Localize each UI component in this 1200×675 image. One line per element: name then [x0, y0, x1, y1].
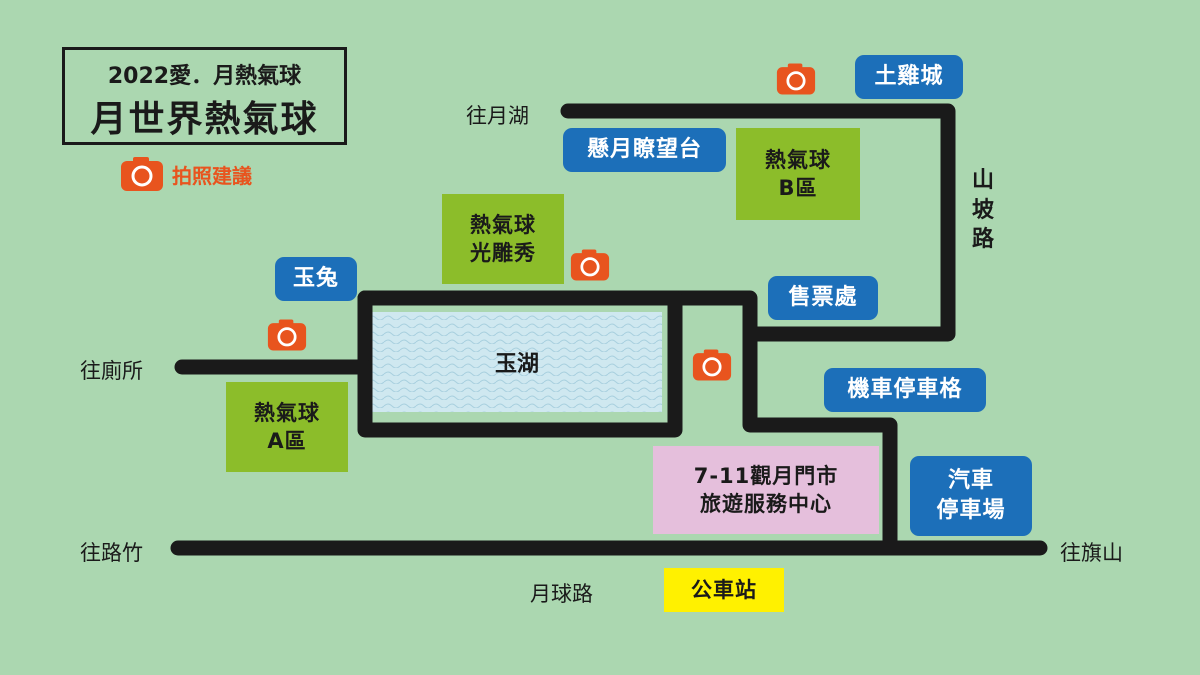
balloon-b-line1: 熱氣球 [765, 147, 831, 172]
legend-label: 拍照建議 [172, 163, 252, 188]
place-car-parking: 汽車 停車場 [910, 456, 1032, 536]
label-to-toilet: 往廁所 [80, 359, 143, 383]
balloon-b-line2: B區 [778, 176, 818, 200]
title-line1: 2022愛．月熱氣球 [107, 64, 302, 89]
slope-road-char-1: 山 [971, 168, 994, 193]
camera-icon [267, 319, 307, 351]
place-xuan-yue-platform: 懸月瞭望台 [563, 128, 726, 172]
slope-road-char-2: 坡 [971, 197, 994, 223]
lake-pattern [372, 312, 662, 412]
balloon-a-line1: 熱氣球 [254, 400, 320, 425]
place-ticket-office: 售票處 [768, 276, 878, 320]
label-slope-road: 山 坡 路 [968, 166, 998, 255]
slope-road-char-3: 路 [971, 227, 994, 253]
visitor-center-line2: 旅遊服務中心 [700, 492, 832, 516]
label-to-luzhu: 往路竹 [80, 541, 143, 565]
label-yueqiu-road: 月球路 [530, 582, 593, 606]
place-scooter-parking: 機車停車格 [824, 368, 986, 412]
camera-icon [570, 249, 610, 281]
label-to-qishan: 往旗山 [1060, 541, 1123, 565]
camera-icon [121, 157, 163, 191]
lake-label: 玉湖 [494, 352, 539, 377]
balloon-a-line2: A區 [267, 429, 307, 453]
car-parking-line1: 汽車 [947, 468, 994, 494]
road-to-moon-lake [560, 103, 956, 342]
car-parking-line2: 停車場 [936, 498, 1006, 523]
legend: 拍照建議 [120, 156, 252, 192]
camera-icon [776, 63, 816, 95]
road-lake-loop [357, 290, 898, 556]
balloon-show-line2: 光雕秀 [470, 241, 536, 265]
place-balloon-show: 熱氣球 光雕秀 [442, 194, 564, 284]
label-to-moon-lake: 往月湖 [466, 104, 529, 128]
balloon-show-line1: 熱氣球 [470, 212, 536, 237]
title-line2: 月世界熱氣球 [90, 99, 319, 140]
place-balloon-a: 熱氣球 A區 [226, 382, 348, 472]
place-visitor-center: 7-11觀月門市 旅遊服務中心 [653, 446, 879, 534]
map-title-box: 2022愛．月熱氣球 月世界熱氣球 [62, 47, 347, 145]
place-yu-tu: 玉兔 [275, 257, 357, 301]
camera-icon [692, 349, 732, 381]
place-balloon-b: 熱氣球 B區 [736, 128, 860, 220]
place-bus-stop: 公車站 [664, 568, 784, 612]
place-tu-ji-cheng: 土雞城 [855, 55, 963, 99]
visitor-center-line1: 7-11觀月門市 [693, 463, 839, 488]
